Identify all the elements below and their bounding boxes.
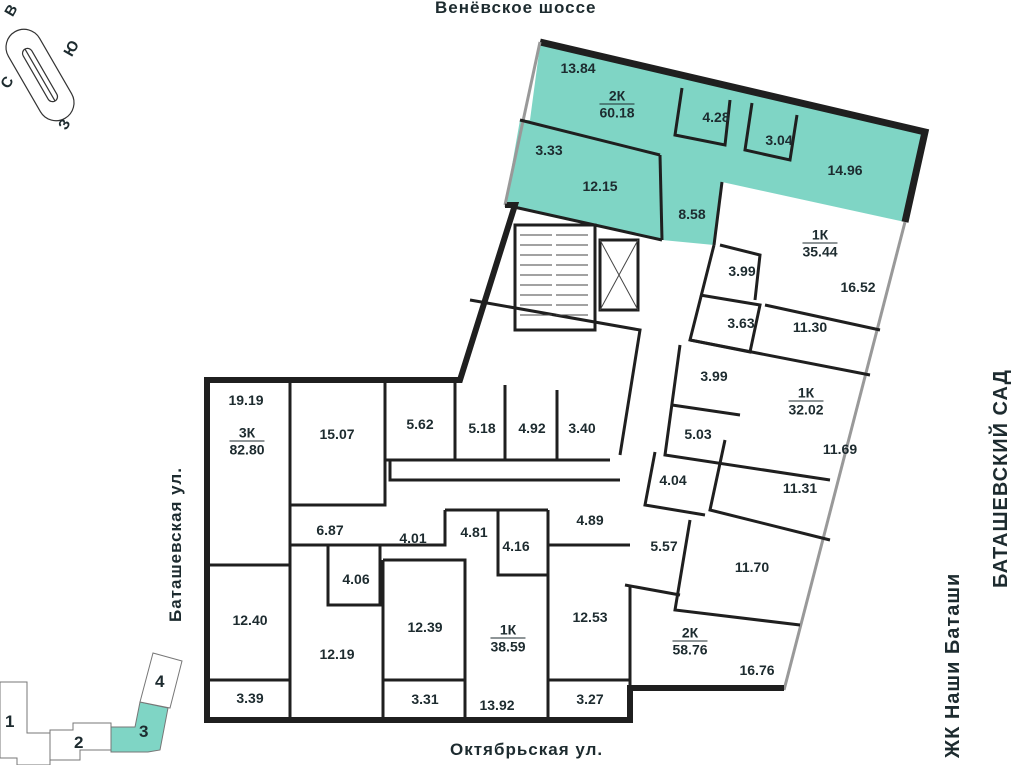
outer-wall-right <box>782 221 907 691</box>
apartment-area: 82.80 <box>229 441 265 458</box>
room-area: 3.04 <box>765 132 793 148</box>
room-area: 5.03 <box>684 426 712 442</box>
room-area: 4.28 <box>702 109 730 125</box>
room-area: 11.30 <box>792 319 828 335</box>
room-area: 16.52 <box>840 279 876 295</box>
room-area: 12.40 <box>232 612 268 628</box>
apartment-type: 1К <box>490 622 526 639</box>
room-area: 12.39 <box>407 619 443 635</box>
apartment-area: 38.59 <box>490 638 526 655</box>
neighbor-garden: БАТАШЕВСКИЙ САД <box>990 369 1012 588</box>
room-area: 5.18 <box>468 420 496 436</box>
room-area: 3.99 <box>700 368 728 384</box>
room-area: 5.62 <box>406 416 434 432</box>
apartment-type: 2К <box>599 88 635 105</box>
apartment-type: 1К <box>788 385 824 402</box>
section-2-label: 2 <box>74 733 84 752</box>
neighbor-complex: ЖК Наши Баташи <box>942 572 964 758</box>
outer-wall <box>539 38 930 223</box>
outer-wall-bottom <box>204 202 784 723</box>
room-area: 4.01 <box>399 530 427 546</box>
street-top: Венёвское шоссе <box>435 0 597 17</box>
room-area: 4.06 <box>342 571 370 587</box>
street-left: Баташевская ул. <box>166 467 185 622</box>
apartment-type: 1К <box>802 227 838 244</box>
compass-icon <box>5 28 75 122</box>
section-3-label: 3 <box>139 722 149 741</box>
room-area: 3.31 <box>411 691 439 707</box>
street-bottom: Октябрьская ул. <box>450 740 604 759</box>
apartment-area: 58.76 <box>672 641 708 658</box>
apartment-area: 32.02 <box>788 401 824 418</box>
room-area: 4.16 <box>502 538 530 554</box>
room-area: 3.40 <box>568 420 596 436</box>
section-3[interactable] <box>110 701 169 753</box>
room-area: 3.27 <box>576 691 604 707</box>
room-area: 3.39 <box>236 690 264 706</box>
room-area: 12.15 <box>582 178 618 194</box>
inner-walls <box>207 87 881 720</box>
room-area: 3.33 <box>535 142 563 158</box>
apartment-type: 2К <box>672 625 708 642</box>
room-area: 5.57 <box>650 538 678 554</box>
room-area: 14.96 <box>827 162 863 178</box>
section-4[interactable] <box>139 652 183 709</box>
room-area: 11.31 <box>782 480 818 496</box>
room-area: 11.69 <box>822 441 858 457</box>
room-area: 6.87 <box>316 522 344 538</box>
highlighted-apartment-area[interactable] <box>505 45 925 245</box>
elevator-shaft <box>599 239 639 311</box>
room-area: 4.81 <box>460 524 488 540</box>
room-area: 4.04 <box>659 472 687 488</box>
room-area: 12.53 <box>572 609 608 625</box>
room-area: 13.84 <box>560 60 596 76</box>
room-area: 4.89 <box>576 512 604 528</box>
room-area: 19.19 <box>228 392 264 408</box>
room-area: 3.99 <box>728 263 756 279</box>
room-area: 15.07 <box>319 426 355 442</box>
apartment-area: 60.18 <box>599 104 635 121</box>
section-1-label: 1 <box>5 712 15 731</box>
staircase <box>520 234 588 316</box>
room-area: 11.70 <box>734 559 770 575</box>
room-area: 4.92 <box>518 420 546 436</box>
apartment-area: 35.44 <box>802 243 838 260</box>
section-4-label: 4 <box>155 672 165 691</box>
outer-wall-left-top <box>503 41 542 206</box>
room-area: 3.63 <box>727 315 755 331</box>
room-area: 8.58 <box>678 206 706 222</box>
room-area: 12.19 <box>319 646 355 662</box>
apartment-type: 3К <box>229 425 265 442</box>
room-area: 13.92 <box>479 697 515 713</box>
section-map <box>0 652 183 765</box>
room-area: 16.76 <box>739 662 775 678</box>
section-1[interactable] <box>0 681 51 765</box>
